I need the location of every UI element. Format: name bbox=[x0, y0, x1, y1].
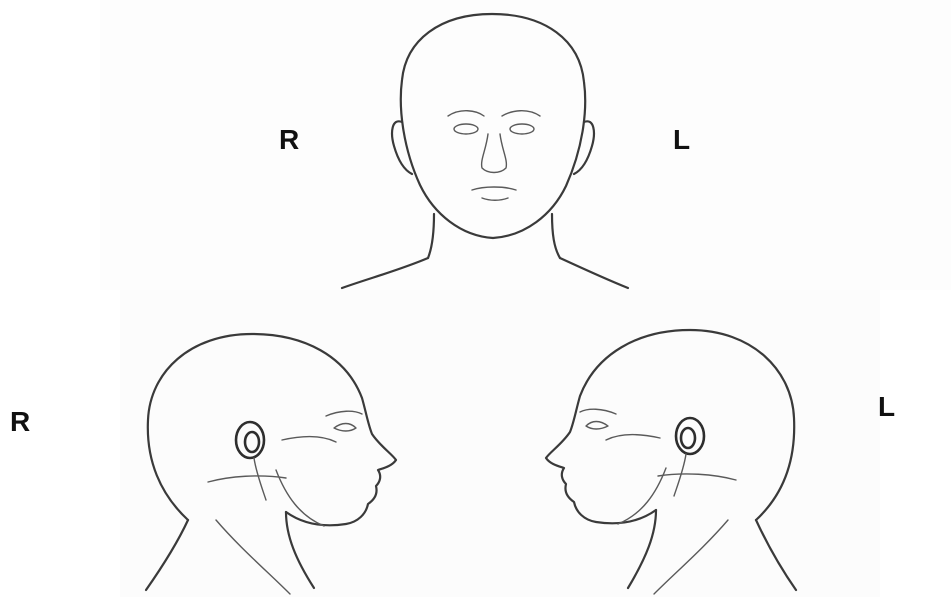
left-profile-back-neck bbox=[756, 520, 796, 590]
left-profile-eye bbox=[586, 422, 608, 430]
left-profile-cheek-line bbox=[606, 435, 660, 441]
left-profile-brow bbox=[580, 409, 616, 414]
left-profile-collar bbox=[658, 474, 736, 480]
bottom-right-side-label: R bbox=[10, 408, 30, 436]
left-profile-neck-muscle bbox=[654, 520, 728, 594]
left-profile-ear-lobe bbox=[674, 454, 686, 496]
left-profile-ear-inner bbox=[681, 428, 695, 448]
left-profile-skull bbox=[546, 330, 794, 523]
top-right-side-label: R bbox=[279, 126, 299, 154]
top-left-side-label: L bbox=[673, 126, 690, 154]
bottom-left-side-label: L bbox=[878, 393, 895, 421]
